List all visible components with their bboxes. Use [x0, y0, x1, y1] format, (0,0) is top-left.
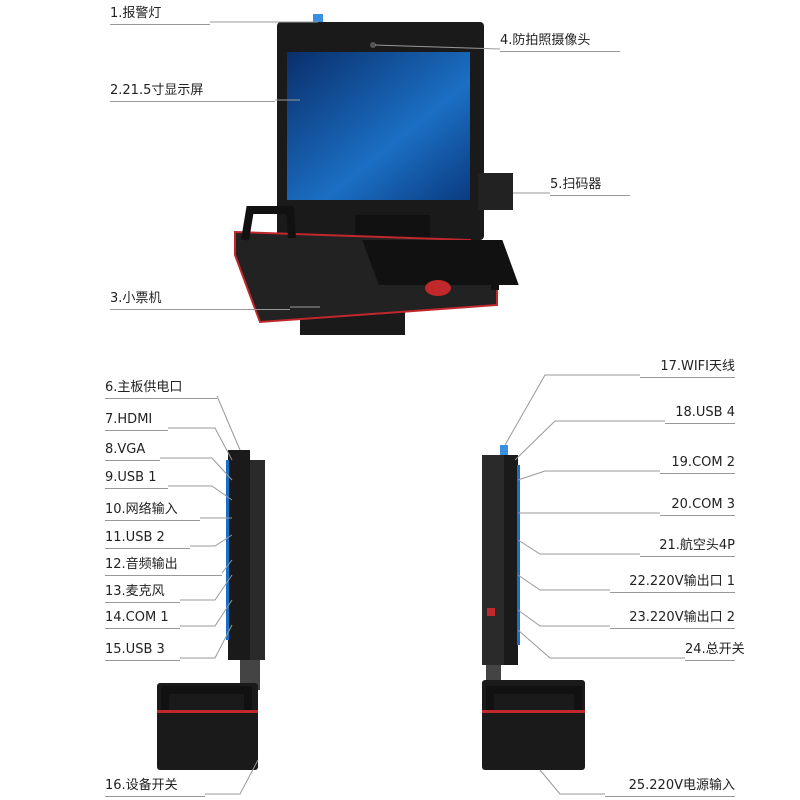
label-alarm-light: 1.报警灯 [110, 6, 210, 25]
camera [370, 42, 376, 48]
label-8: 8.VGA [105, 442, 160, 461]
kiosk-right-side-view [482, 445, 585, 770]
label-23: 23.220V输出口 2 [610, 610, 735, 629]
label-20: 20.COM 3 [660, 497, 735, 516]
label-25: 25.220V电源输入 [605, 778, 735, 797]
label-16: 16.设备开关 [105, 778, 205, 797]
label-15: 15.USB 3 [105, 642, 180, 661]
label-11: 11.USB 2 [105, 530, 190, 549]
label-18: 18.USB 4 [665, 405, 735, 424]
label-display: 2.21.5寸显示屏 [110, 83, 275, 102]
label-19: 19.COM 2 [660, 455, 735, 474]
scanner [478, 173, 513, 210]
label-14: 14.COM 1 [105, 610, 180, 629]
label-scanner: 5.扫码器 [550, 177, 630, 196]
kiosk-left-side-view [157, 450, 265, 770]
label-printer: 3.小票机 [110, 291, 290, 310]
label-camera: 4.防拍照摄像头 [500, 33, 620, 52]
label-9: 9.USB 1 [105, 470, 168, 489]
label-13: 13.麦克风 [105, 584, 180, 603]
label-22: 22.220V输出口 1 [610, 574, 735, 593]
screen [287, 52, 470, 200]
label-24: 24.总开关 [685, 642, 745, 661]
label-6: 6.主板供电口 [105, 380, 217, 399]
label-10: 10.网络输入 [105, 502, 200, 521]
label-12: 12.音频输出 [105, 557, 222, 576]
label-7: 7.HDMI [105, 412, 168, 431]
leader-lines [160, 21, 685, 795]
label-17: 17.WIFI天线 [640, 359, 735, 378]
label-21: 21.航空头4P [640, 538, 735, 557]
kiosk-front-view [234, 14, 519, 335]
